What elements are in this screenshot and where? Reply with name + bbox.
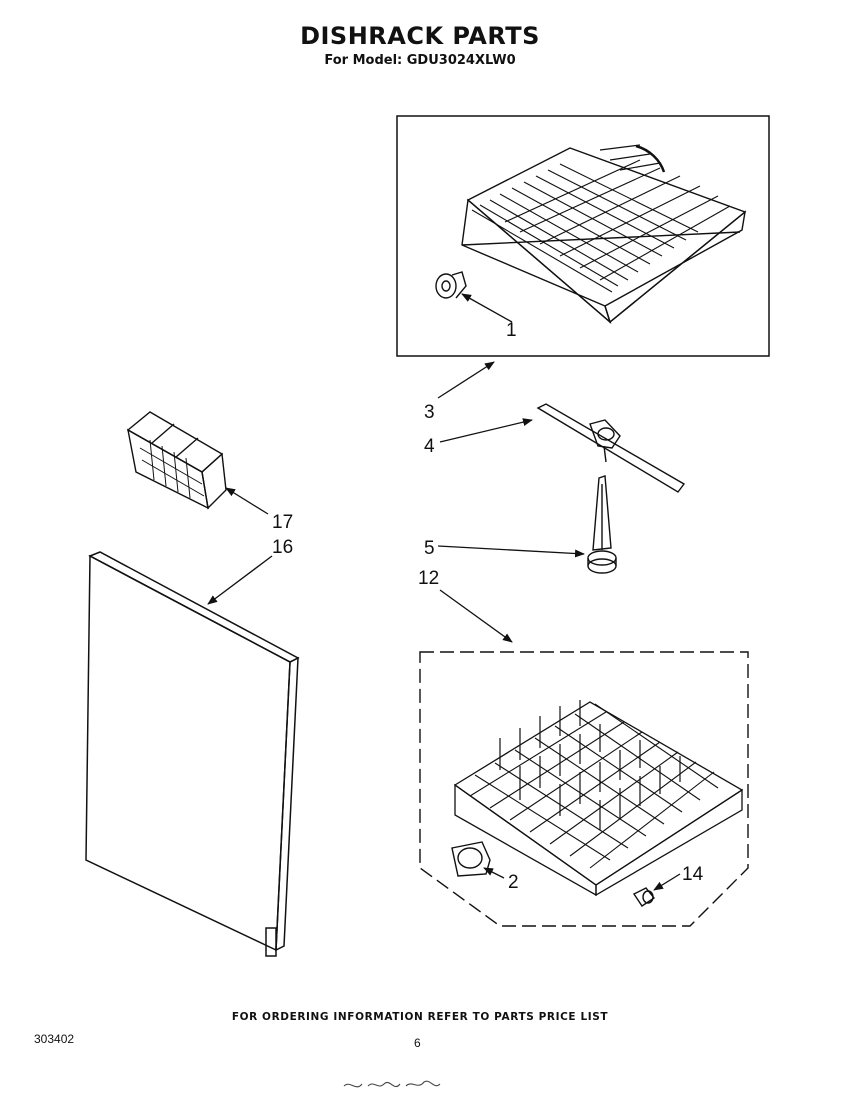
leader-line-3: [437, 361, 495, 399]
callout-16: 16: [272, 537, 293, 558]
page-number: 6: [414, 1036, 421, 1050]
leader-line-2: [483, 867, 505, 879]
upper-dishrack: [461, 144, 747, 325]
ordering-note: FOR ORDERING INFORMATION REFER TO PARTS …: [231, 1011, 609, 1023]
rack-roller-part-2: [451, 841, 491, 877]
upper-rack-frame: [396, 115, 770, 357]
rack-stop-part-14: [632, 887, 656, 907]
leader-line-17: [225, 487, 269, 515]
lower-dishrack: [453, 700, 744, 897]
leader-line-1: [461, 293, 513, 323]
callout-12: 12: [418, 568, 439, 589]
callout-3: 3: [424, 402, 435, 423]
callout-14: 14: [682, 864, 704, 885]
leader-line-4: [439, 418, 533, 443]
callout-2: 2: [508, 872, 519, 893]
door-panel-part-16: [85, 551, 300, 957]
document-number: 303402: [34, 1032, 75, 1046]
callout-5: 5: [424, 538, 435, 559]
lower-rack-frame: [419, 651, 749, 927]
model-subtitle: For Model: GDU3024XLW0: [324, 53, 516, 68]
handwritten-mark: [343, 1080, 441, 1088]
page-title: DISHRACK PARTS: [300, 22, 540, 50]
leader-line-14: [653, 873, 681, 891]
spray-tube-part-5: [587, 475, 617, 574]
leader-line-16: [207, 555, 273, 605]
callout-17: 17: [272, 512, 293, 533]
spray-arm-part-4: [536, 403, 686, 493]
silverware-basket-part-17: [126, 411, 227, 510]
callout-4: 4: [424, 436, 435, 457]
leader-line-5: [437, 545, 585, 558]
callout-1: 1: [506, 320, 517, 341]
rack-wheel-part-1: [435, 271, 467, 299]
leader-line-12: [439, 589, 513, 643]
